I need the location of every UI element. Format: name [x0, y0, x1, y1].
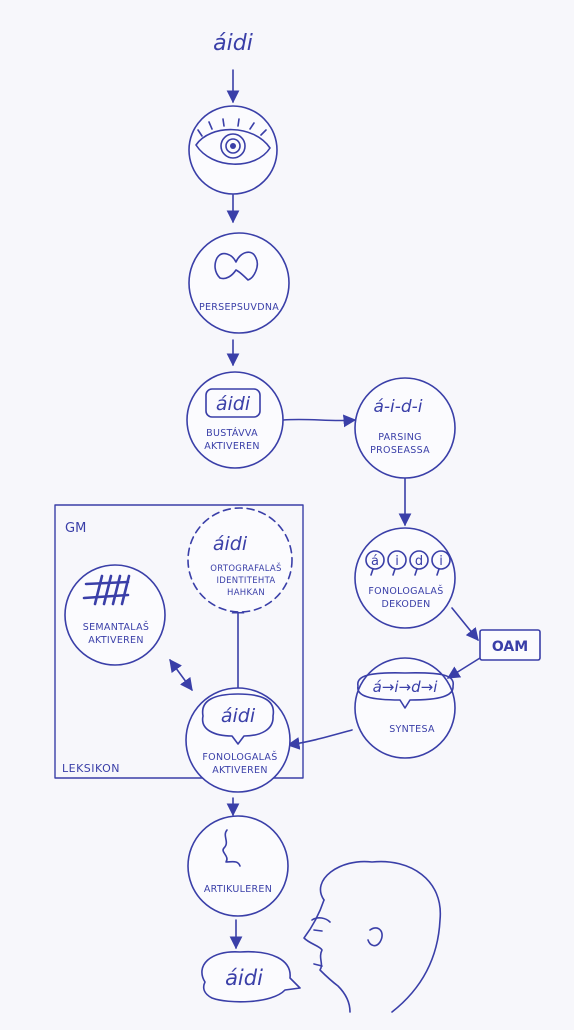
arrow-oam-to-synthesis	[446, 657, 481, 679]
decode-line2: DEKODEN	[381, 599, 430, 610]
oam-box: OAM	[479, 629, 541, 661]
phon-line2: AKTIVEREN	[212, 765, 268, 776]
phon-word: áidi	[221, 705, 256, 727]
node-orthographic-identity: áidi ORTOGRAFALAŠ IDENTITEHTA HAHKAN	[187, 507, 293, 613]
arrow-synthesis-to-phon	[286, 729, 353, 750]
oam-label: OAM	[492, 639, 528, 655]
face-profile-icon	[303, 860, 441, 1013]
letters-line1: BUSTÁVVA	[206, 427, 258, 439]
ortho-line3: HAHKAN	[227, 588, 265, 598]
mouth-icon	[222, 829, 241, 867]
perception-label: PERSEPSUVDNA	[199, 302, 279, 313]
lexicon-box: GM LEKSIKON	[54, 504, 304, 779]
synthesis-word: á→i→d→i	[373, 678, 439, 696]
parsing-line1: PARSING	[378, 432, 422, 443]
decode-bubbles: á i d i	[365, 550, 451, 576]
blob-icon	[214, 251, 259, 281]
ortho-word: áidi	[213, 533, 248, 555]
bubble-letter-4: i	[439, 554, 443, 569]
node-articulation: ARTIKULEREN	[187, 815, 289, 917]
box-bottom-label: LEKSIKON	[62, 762, 120, 775]
parsing-line2: PROSEASSA	[370, 445, 430, 456]
ortho-line1: ORTOGRAFALAŠ	[210, 562, 282, 574]
parsing-word: á-i-d-i	[373, 397, 422, 417]
arrow-letters-to-parsing	[282, 414, 357, 428]
arrow-decoding-to-oam	[451, 607, 479, 641]
speech-word: áidi	[225, 966, 263, 990]
semantic-line1: SEMANTALAŠ	[83, 621, 149, 633]
node-eye	[188, 105, 278, 195]
node-semantic-activation: SEMANTALAŠ AKTIVEREN	[64, 564, 166, 666]
bubble-letter-2: i	[395, 554, 399, 569]
connector-arrows	[169, 69, 481, 950]
arrow-semantic-phon	[169, 658, 193, 692]
eye-icon	[195, 118, 271, 165]
node-parsing: á-i-d-i PARSING PROSEASSA	[354, 377, 456, 479]
node-phonological-decoding: á i d i FONOLOGALAŠ DEKODEN	[354, 527, 456, 629]
phon-line1: FONOLOGALAŠ	[202, 751, 277, 763]
top-word: áidi	[213, 31, 253, 56]
letters-line2: AKTIVEREN	[204, 441, 260, 452]
letters-word: áidi	[216, 393, 251, 415]
node-letter-activation: áidi BUSTÁVVA AKTIVEREN	[186, 371, 284, 469]
bubble-letter-3: d	[415, 554, 423, 569]
decode-line1: FONOLOGALAŠ	[368, 585, 443, 597]
ortho-line2: IDENTITEHTA	[216, 576, 275, 586]
articulate-label: ARTIKULEREN	[204, 884, 272, 895]
bubble-letter-1: á	[371, 554, 379, 569]
node-synthesis: á→i→d→i SYNTESA	[354, 657, 456, 759]
box-top-label: GM	[65, 521, 86, 536]
node-perception: PERSEPSUVDNA	[188, 232, 290, 334]
synthesis-label: SYNTESA	[389, 724, 435, 735]
semantic-line2: AKTIVEREN	[88, 635, 144, 646]
hatch-icon	[82, 574, 131, 606]
node-phonological-activation: áidi FONOLOGALAŠ AKTIVEREN	[185, 687, 291, 793]
speech-bubble: áidi	[201, 950, 301, 1003]
